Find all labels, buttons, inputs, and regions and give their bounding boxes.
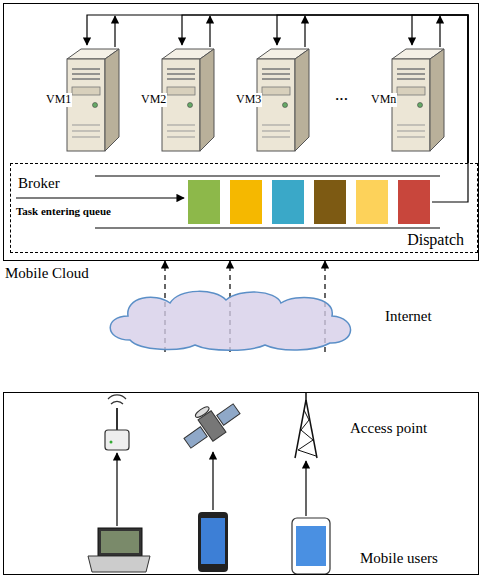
dispatch-arrow bbox=[277, 15, 468, 163]
queue-task bbox=[188, 180, 220, 224]
server-icon bbox=[67, 49, 119, 151]
satellite-icon bbox=[176, 392, 244, 453]
vm-label: VM3 bbox=[235, 93, 262, 107]
entry-arrow bbox=[16, 197, 184, 198]
virtual-machine: VM2 bbox=[140, 45, 220, 155]
internet-cloud: Internet bbox=[100, 288, 360, 352]
queue-label: Task entering queue bbox=[16, 205, 111, 218]
dispatch-line bbox=[432, 163, 468, 202]
queue-task bbox=[230, 180, 262, 224]
broker-box: BrokerTask entering queueDispatch bbox=[10, 163, 478, 253]
laptop-icon bbox=[88, 528, 150, 572]
tower-icon bbox=[295, 392, 317, 458]
mobile-devices bbox=[88, 512, 330, 574]
phone-icon bbox=[198, 512, 228, 572]
up-arrow bbox=[304, 16, 305, 47]
up-arrow bbox=[209, 16, 210, 47]
broker-title: Broker bbox=[18, 175, 60, 192]
up-arrow bbox=[439, 16, 440, 47]
uplink-arrows bbox=[117, 452, 306, 526]
server-icon bbox=[257, 49, 309, 151]
vm-label: VM1 bbox=[45, 93, 72, 107]
vm-label: VMn bbox=[370, 93, 397, 107]
cloud-shape bbox=[100, 288, 360, 352]
access-label: Access point bbox=[350, 420, 427, 437]
phone-icon bbox=[292, 518, 330, 574]
virtual-machine: VM3 bbox=[235, 45, 315, 155]
task-queue bbox=[16, 163, 468, 228]
dispatch-label: Dispatch bbox=[407, 231, 464, 249]
queue-task bbox=[272, 180, 304, 224]
queue-task bbox=[398, 180, 430, 224]
server-icons bbox=[67, 49, 444, 151]
region-title: Mobile Cloud bbox=[5, 265, 89, 282]
up-arrow bbox=[212, 452, 213, 510]
queue-line bbox=[95, 175, 440, 176]
users-label: Mobile users bbox=[360, 550, 438, 567]
user-region: Access pointMobile users bbox=[3, 392, 479, 575]
cloud-region: Mobile CloudVM1VM2VM3VMnBrokerTask enter… bbox=[3, 3, 479, 261]
dispatch-arrow bbox=[182, 15, 468, 163]
dispatch-arrow bbox=[87, 15, 468, 163]
cloud-outline bbox=[110, 291, 350, 350]
vm-label: VM2 bbox=[140, 93, 167, 107]
server-icon bbox=[162, 49, 214, 151]
up-arrow bbox=[305, 461, 306, 516]
ellipsis-label: ··· bbox=[335, 92, 348, 107]
virtual-machine: VM1 bbox=[45, 45, 125, 155]
router-icon bbox=[105, 395, 129, 450]
up-arrow bbox=[116, 453, 117, 526]
virtual-machine: VMn bbox=[370, 45, 450, 155]
queue-task bbox=[314, 180, 346, 224]
queue-task bbox=[356, 180, 388, 224]
queue-line bbox=[95, 227, 440, 228]
network-label: Internet bbox=[385, 308, 432, 325]
access-points bbox=[105, 392, 317, 458]
dispatch-arrow bbox=[412, 15, 468, 163]
up-arrow bbox=[114, 16, 115, 47]
server-icon bbox=[392, 49, 444, 151]
